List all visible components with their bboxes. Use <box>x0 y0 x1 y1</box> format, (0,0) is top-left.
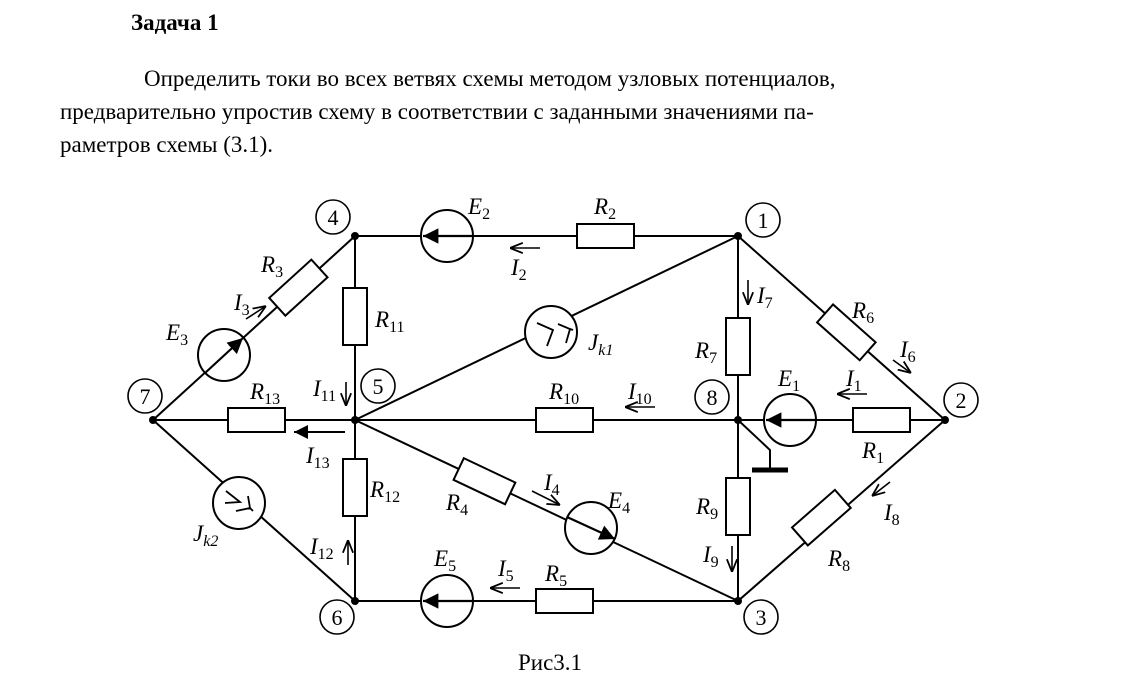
resistor-r11 <box>342 287 368 346</box>
task-heading: Задача 1 <box>131 10 219 35</box>
figure-caption: Рис3.1 <box>518 650 582 675</box>
label-i6: I6 <box>899 337 916 366</box>
label-i10: I10 <box>627 379 652 408</box>
label-i1: I1 <box>845 366 862 395</box>
wire-5-3 <box>354 419 739 602</box>
node-circle-6 <box>319 599 355 635</box>
node-circle-1 <box>745 202 781 238</box>
label-r9: R9 <box>695 494 718 523</box>
label-i2: I2 <box>510 255 527 284</box>
label-e3: E3 <box>165 320 188 349</box>
label-i8: I8 <box>883 500 900 529</box>
jk1-symbol-icon <box>536 322 574 347</box>
node-label-8: 8 <box>707 385 718 410</box>
e3-arrow-icon <box>204 337 244 374</box>
label-i5: I5 <box>497 556 514 585</box>
label-r2: R2 <box>593 194 616 223</box>
junction-7 <box>149 416 157 424</box>
label-jk1: Jk1 <box>588 330 613 359</box>
label-r11: R11 <box>374 307 404 336</box>
label-r8: R8 <box>827 546 850 575</box>
resistor-r9 <box>725 477 751 536</box>
node-label-5: 5 <box>373 374 384 399</box>
current-source-jk2 <box>212 476 266 530</box>
ground-wire <box>737 419 771 468</box>
node-circle-5 <box>360 368 396 404</box>
i8-arrow-icon <box>872 481 891 496</box>
resistor-r12 <box>342 458 368 517</box>
node-circle-3 <box>743 599 779 635</box>
resistor-r13 <box>227 407 286 433</box>
node-label-6: 6 <box>332 605 343 630</box>
task-description: Определить токи во всех ветвях схемы мет… <box>60 62 1070 161</box>
wire-7-4 <box>152 235 356 421</box>
label-e1: E1 <box>777 366 800 395</box>
node-circle-2 <box>943 382 979 418</box>
label-e2: E2 <box>467 194 490 223</box>
resistor-r7 <box>725 317 751 376</box>
node-label-1: 1 <box>758 208 769 233</box>
label-i7: I7 <box>756 283 773 312</box>
task-text-line-2: предварительно упростив схему в соответс… <box>60 99 814 124</box>
resistor-r1 <box>852 407 911 433</box>
label-e5: E5 <box>433 546 456 575</box>
label-i11: I11 <box>312 376 336 405</box>
resistor-r5 <box>535 588 594 614</box>
label-i3: I3 <box>233 290 250 319</box>
label-r13: R13 <box>249 379 280 408</box>
label-i13: I13 <box>305 443 330 472</box>
label-r10: R10 <box>548 379 579 408</box>
junction-1 <box>734 232 742 240</box>
label-r3: R3 <box>260 252 283 281</box>
junction-8 <box>734 416 742 424</box>
label-r5: R5 <box>544 561 567 590</box>
node-label-4: 4 <box>328 205 339 230</box>
i6-arrow-icon <box>892 359 911 373</box>
junction-4 <box>351 232 359 240</box>
i3-arrow-icon <box>245 306 266 320</box>
label-i9: I9 <box>702 542 719 571</box>
node-circle-4 <box>315 199 351 235</box>
label-jk2: Jk2 <box>193 521 218 550</box>
node-label-7: 7 <box>140 384 151 409</box>
resistor-r8 <box>790 488 853 547</box>
label-i4: I4 <box>543 470 560 499</box>
label-e4: E4 <box>607 488 630 517</box>
label-r4: R4 <box>445 490 468 519</box>
label-r1: R1 <box>861 438 884 467</box>
resistor-r10 <box>535 407 594 433</box>
resistor-r2 <box>576 223 635 249</box>
e4-arrow-icon <box>566 516 616 540</box>
task-text-line-1: Определить токи во всех ветвях схемы мет… <box>144 66 836 91</box>
i4-arrow-icon <box>531 490 560 505</box>
resistor-r6 <box>815 303 878 362</box>
node-label-3: 3 <box>756 605 767 630</box>
node-label-2: 2 <box>956 388 967 413</box>
jk2-symbol-icon <box>224 490 254 512</box>
current-source-jk1 <box>524 305 578 359</box>
junction-3 <box>734 597 742 605</box>
label-r7: R7 <box>694 338 717 367</box>
label-r12: R12 <box>369 477 400 506</box>
resistor-r3 <box>267 258 329 318</box>
junction-2 <box>941 416 949 424</box>
resistor-r4 <box>452 456 517 506</box>
junction-5 <box>351 416 359 424</box>
node-circle-8 <box>694 379 730 415</box>
node-circle-7 <box>127 378 163 414</box>
task-text-line-3: раметров схемы (3.1). <box>60 132 274 157</box>
junction-6 <box>351 597 359 605</box>
label-r6: R6 <box>851 298 874 327</box>
label-i12: I12 <box>309 534 334 563</box>
